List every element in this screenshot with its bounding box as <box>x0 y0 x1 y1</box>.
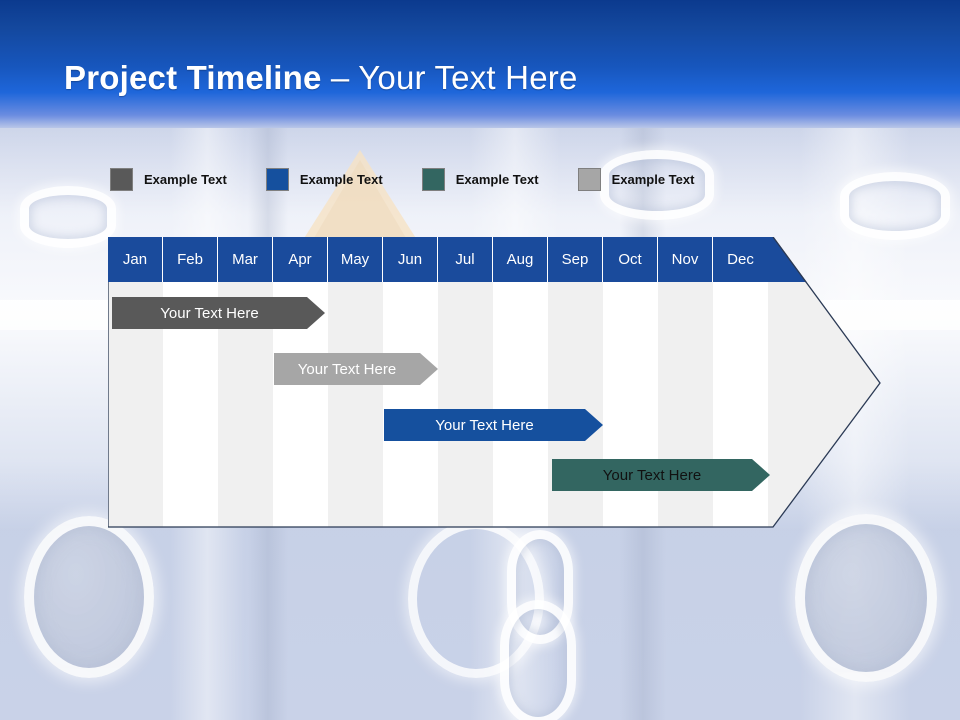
task-bar-1[interactable]: Your Text Here <box>112 297 325 329</box>
month-cell-oct[interactable]: Oct <box>603 237 658 282</box>
legend-label: Example Text <box>611 172 695 187</box>
task-bar-4-shape <box>552 459 770 491</box>
month-cell-sep[interactable]: Sep <box>548 237 603 282</box>
legend-swatch-icon <box>265 168 289 191</box>
month-cell-dec[interactable]: Dec <box>713 237 768 282</box>
legend-label: Example Text <box>144 172 227 187</box>
month-cell-may[interactable]: May <box>328 237 383 282</box>
month-header-arrow-tip <box>768 237 807 283</box>
task-bar-3-shape <box>384 409 603 441</box>
month-cell-jan[interactable]: Jan <box>108 237 163 282</box>
legend-item-3[interactable]: Example Text <box>421 168 539 191</box>
task-bar-2-shape <box>274 353 438 385</box>
task-bar-3[interactable]: Your Text Here <box>384 409 603 441</box>
task-bar-1-shape <box>112 297 325 329</box>
legend: Example Text Example Text Example Text E… <box>110 168 733 191</box>
legend-item-1[interactable]: Example Text <box>110 168 227 191</box>
month-cell-feb[interactable]: Feb <box>163 237 218 282</box>
month-cell-nov[interactable]: Nov <box>658 237 713 282</box>
task-bar-2-label: Your Text Here <box>297 360 397 378</box>
task-bar-4-label: Your Text Here <box>602 466 702 484</box>
chain-link-topright <box>600 150 714 220</box>
page-title-strong: Project Timeline <box>64 59 322 96</box>
month-cell-jun[interactable]: Jun <box>383 237 438 282</box>
legend-swatch-icon <box>110 168 133 191</box>
task-bar-3-label: Your Text Here <box>435 416 534 434</box>
month-header-row: Jan Feb Mar Apr May Jun Jul Aug Sep Oct … <box>108 237 768 282</box>
month-cell-jul[interactable]: Jul <box>438 237 493 282</box>
chain-link-lower <box>500 600 576 720</box>
legend-label: Example Text <box>455 172 539 187</box>
chain-link-topleft <box>20 186 116 248</box>
legend-swatch-icon <box>421 168 445 191</box>
legend-item-2[interactable]: Example Text <box>265 168 383 191</box>
chain-ring-right <box>795 514 937 682</box>
page-title-separator: – <box>321 59 359 96</box>
timeline-chart: Jan Feb Mar Apr May Jun Jul Aug Sep Oct … <box>108 237 883 528</box>
task-bar-1-label: Your Text Here <box>160 304 259 322</box>
legend-label: Example Text <box>299 172 383 187</box>
task-bars: Your Text Here Your Text Here Your Text … <box>108 237 883 527</box>
task-bar-2[interactable]: Your Text Here <box>274 353 438 385</box>
month-cell-mar[interactable]: Mar <box>218 237 273 282</box>
page-title-light: Your Text Here <box>358 59 578 96</box>
chain-ring-left <box>24 516 154 678</box>
legend-swatch-icon <box>577 168 601 191</box>
month-cell-aug[interactable]: Aug <box>493 237 548 282</box>
title-banner: Project Timeline – Your Text Here <box>0 0 960 128</box>
chain-link-topright-2 <box>840 172 950 240</box>
task-bar-4[interactable]: Your Text Here <box>552 459 770 491</box>
legend-item-4[interactable]: Example Text <box>577 168 695 191</box>
page-title: Project Timeline – Your Text Here <box>64 59 578 97</box>
month-cell-apr[interactable]: Apr <box>273 237 328 282</box>
